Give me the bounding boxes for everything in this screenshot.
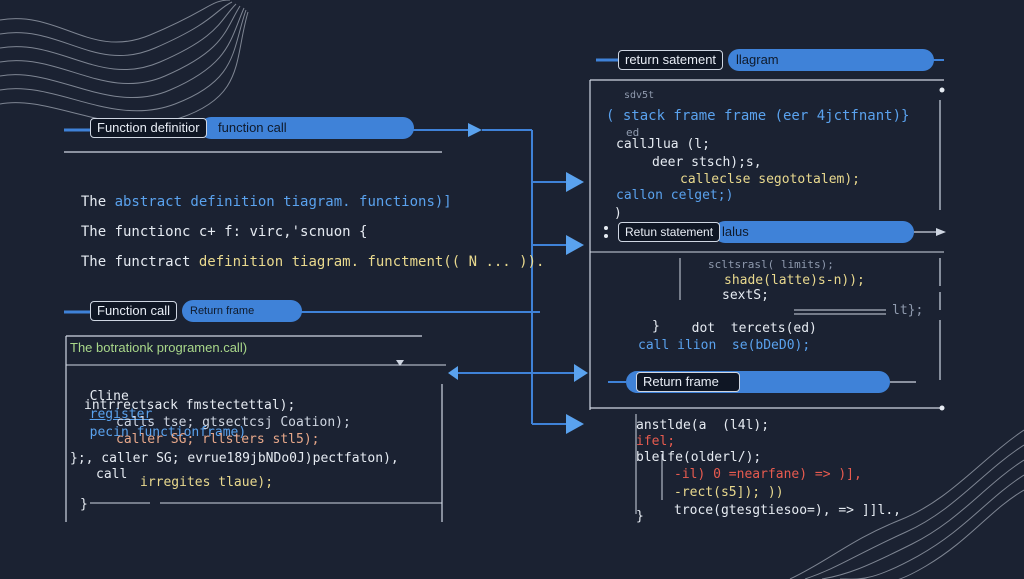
return-statement-box: return satement bbox=[618, 50, 724, 70]
function-definition-box: Function definitior bbox=[90, 118, 207, 138]
register-rest: pecin functionframe) bbox=[89, 425, 247, 440]
value-pill: lalus bbox=[714, 221, 914, 243]
call-code-line-1: calls tse; gtsectcsj Coation); bbox=[116, 415, 351, 430]
right-bottom-line-4: -rect(s5]); )) bbox=[674, 485, 784, 500]
diagram-pill-label: llagram bbox=[736, 52, 779, 67]
left-line-1-code: abstract definition tiagram. functions)] bbox=[114, 194, 452, 210]
call-code-line-5: irregites tlaue); bbox=[140, 475, 274, 490]
return-frame-box: Return frame bbox=[636, 372, 740, 392]
right-top-line-7: ) bbox=[614, 206, 622, 221]
right-top-line-5: calleclse segototalem); bbox=[680, 172, 861, 187]
call-code-line-3: };, caller SG; evrue189jbNDo0J)pectfaton… bbox=[70, 451, 399, 466]
function-call-pill: function call bbox=[200, 117, 414, 139]
right-mid-line-2: sextS; bbox=[722, 288, 769, 303]
left-line-3-prefix: The functract bbox=[80, 254, 199, 270]
decorative-waves-bottom-right bbox=[789, 429, 1024, 579]
right-mid-line-0: scltsrasl( limits); bbox=[708, 258, 834, 271]
left-line-1: The abstract definition tiagram. functio… bbox=[64, 175, 452, 211]
right-bottom-line-0: anstlde(a (l4l); bbox=[636, 418, 770, 433]
value-pill-label: lalus bbox=[722, 224, 749, 239]
right-top-line-4: deer stsch);s, bbox=[652, 155, 762, 170]
right-bottom-line-1: ifel; bbox=[636, 434, 676, 449]
right-panel-header: llagram return satement bbox=[618, 49, 934, 71]
call-panel-header: Return frame Function call bbox=[90, 300, 302, 322]
right-top-line-1: ( stack frame frame (eer 4jctfnant)} bbox=[606, 108, 910, 124]
call-code-line-2: caller SG; rllsters stl5); bbox=[116, 432, 320, 447]
right-mid-line-5: call ilion se(bDeD0); bbox=[638, 338, 811, 353]
right-top-line-6: callon celget;) bbox=[616, 188, 734, 203]
right-bottom-line-6: } bbox=[636, 509, 644, 524]
right-mid-line-4: } bbox=[652, 319, 660, 334]
call-panel-line-register: Cline register pecin functionframe) bbox=[74, 370, 247, 442]
left-line-2-prefix: The functionc c+ bbox=[80, 224, 225, 240]
right-bottom-line-2: blelfe(olderl/); bbox=[636, 450, 762, 465]
decorative-waves-top-left bbox=[0, 0, 249, 125]
cline-label: Cline bbox=[89, 389, 129, 404]
right-top-line-0: sdv5t bbox=[624, 90, 655, 101]
left-line-1-prefix: The bbox=[80, 194, 115, 210]
right-mid-line-1: shade(latte)s-n)); bbox=[724, 273, 865, 288]
function-call-box: Function call bbox=[90, 301, 177, 321]
return-frame-pill-label: Return frame bbox=[190, 305, 255, 317]
left-line-2: The functionc c+ f: virc,'scnuon { bbox=[64, 205, 368, 241]
left-line-3-code: definition tiagram. functment(( N ... ))… bbox=[198, 254, 545, 270]
call-panel-subtitle: The botrationk programen.call) bbox=[70, 340, 248, 355]
dot-terces-text: dot tercets(ed) bbox=[691, 321, 817, 336]
diagram-pill: llagram bbox=[728, 49, 934, 71]
right-bottom-line-5: troce(gtesgtiesoo=), => ]]l., bbox=[674, 503, 901, 518]
left-panel-header: function call Function definitior bbox=[90, 117, 414, 139]
return-frame-header: Return frame bbox=[626, 371, 890, 393]
left-line-3: The functract definition tiagram. functm… bbox=[64, 235, 545, 271]
return-frame-pill: Return frame bbox=[182, 300, 302, 322]
right-mid-line-3: dot tercets(ed) bbox=[676, 302, 817, 338]
function-call-pill-label: function call bbox=[218, 120, 287, 135]
right-bottom-line-3: -il) 0 =nearfane) => )], bbox=[674, 467, 862, 482]
call-code-line-6: } bbox=[80, 497, 88, 512]
left-line-2-code: f: virc,'scnuon { bbox=[224, 224, 368, 240]
right-top-line-2: ed bbox=[626, 126, 640, 139]
call-code-line-4: call bbox=[96, 467, 128, 482]
right-top-line-3: callJlua (l; bbox=[616, 137, 710, 152]
call-code-line-0: intrrectsack fmstectettal); bbox=[84, 398, 296, 413]
right-mid-header: lalus Retun statement bbox=[618, 221, 914, 243]
return-statement-mid-box: Retun statement bbox=[618, 222, 721, 242]
right-mid-tail: lt}; bbox=[892, 303, 924, 318]
register-keyword: register bbox=[89, 407, 153, 422]
